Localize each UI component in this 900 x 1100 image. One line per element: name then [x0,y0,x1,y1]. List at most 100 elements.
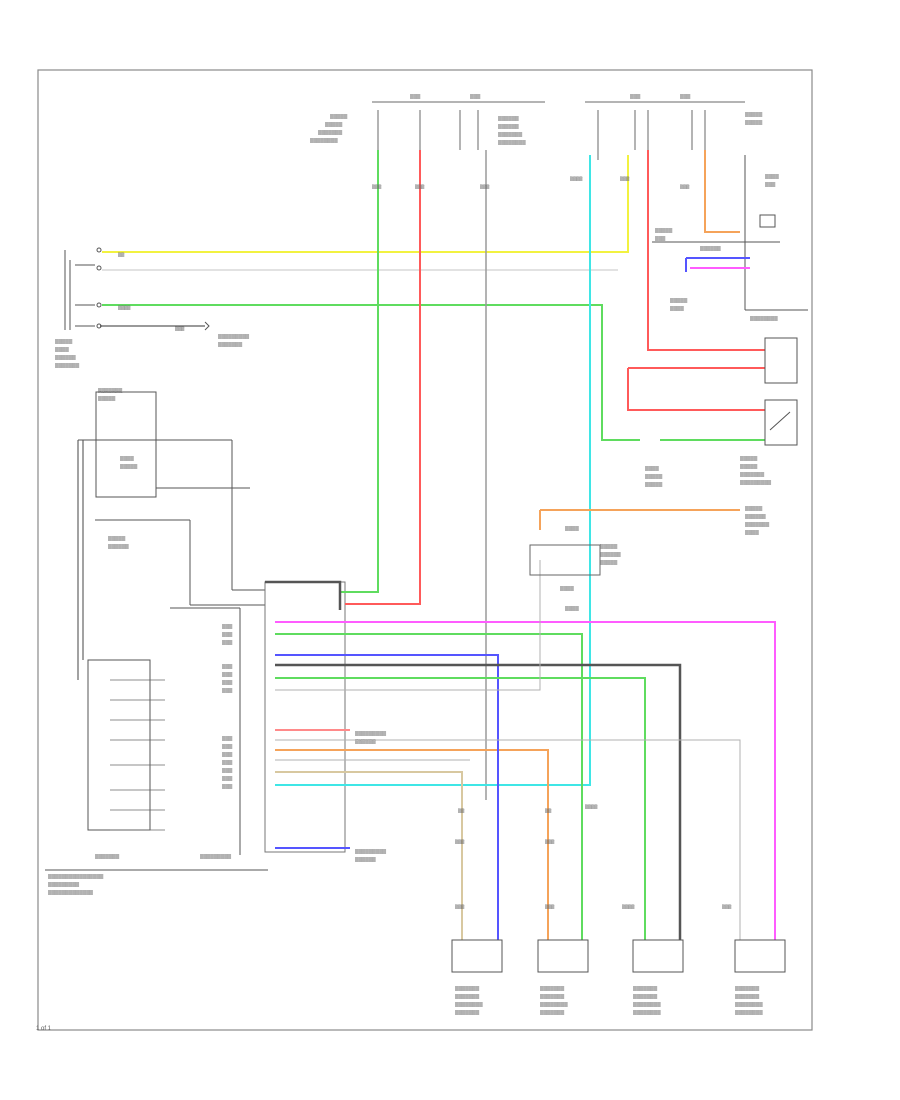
svg-text:▒▒▒▒▒▒▒: ▒▒▒▒▒▒▒ [318,129,343,136]
svg-text:▒▒▒: ▒▒▒ [630,93,641,100]
svg-text:▒▒▒▒▒: ▒▒▒▒▒ [600,559,618,566]
svg-text:▒▒▒▒▒▒▒▒: ▒▒▒▒▒▒▒▒ [633,1009,661,1016]
module-side-labels: ▒▒▒▒▒▒▒ ▒▒▒▒▒▒▒▒ ▒▒▒▒▒▒ ▒▒▒▒▒▒▒▒▒ ▒▒▒▒▒▒… [655,173,779,322]
switch-contact-rows [110,679,165,831]
orange-wire [275,150,740,940]
misc-gray-lines [275,560,741,940]
svg-text:▒▒▒: ▒▒▒ [222,735,233,742]
svg-text:▒▒▒▒▒▒▒▒▒▒▒▒▒: ▒▒▒▒▒▒▒▒▒▒▒▒▒ [48,889,94,896]
svg-text:▒▒▒: ▒▒▒ [655,235,666,242]
svg-text:▒▒▒▒▒▒▒: ▒▒▒▒▒▒▒ [455,985,480,992]
svg-text:▒▒▒: ▒▒▒ [680,93,691,100]
svg-text:▒▒▒▒: ▒▒▒▒ [570,176,583,181]
svg-text:▒▒▒▒▒▒▒▒▒: ▒▒▒▒▒▒▒▒▒ [355,730,387,737]
svg-text:▒▒▒▒▒: ▒▒▒▒▒ [645,481,663,488]
svg-text:▒▒▒: ▒▒▒ [222,663,233,670]
svg-text:▒▒▒▒▒▒: ▒▒▒▒▒▒ [355,738,376,745]
svg-text:▒▒▒▒▒▒: ▒▒▒▒▒▒ [745,513,766,520]
svg-text:▒▒▒▒▒▒▒: ▒▒▒▒▒▒▒ [98,387,123,394]
svg-text:▒▒▒▒▒▒▒: ▒▒▒▒▒▒▒ [95,853,120,860]
svg-text:▒▒▒▒▒: ▒▒▒▒▒ [55,338,73,345]
svg-text:▒▒▒▒▒▒▒: ▒▒▒▒▒▒▒ [745,521,770,528]
svg-text:▒▒▒: ▒▒▒ [222,639,233,646]
svg-text:▒▒▒▒▒▒▒: ▒▒▒▒▒▒▒ [540,993,565,1000]
svg-text:▒▒▒▒▒▒▒▒▒: ▒▒▒▒▒▒▒▒▒ [355,848,387,855]
svg-text:▒▒▒: ▒▒▒ [410,93,421,100]
relay-right-1 [764,337,798,384]
svg-text:▒▒▒▒: ▒▒▒▒ [565,605,579,612]
left-switch-labels: ▒▒▒▒▒▒▒▒▒ ▒▒▒▒▒▒▒▒▒▒▒▒▒ ▒▒▒▒▒▒▒▒▒▒▒▒▒▒▒▒ [55,333,250,369]
svg-text:▒▒▒: ▒▒▒ [415,184,425,189]
svg-text:▒▒▒: ▒▒▒ [222,743,233,750]
svg-text:▒▒▒▒▒▒▒▒▒: ▒▒▒▒▒▒▒▒▒ [740,479,772,486]
junction-labels: ▒▒▒▒▒▒▒▒▒ ▒▒▒▒▒▒▒▒▒▒▒ ▒▒▒▒▒▒▒▒ ▒▒▒▒▒▒▒▒▒… [560,505,770,612]
junction-box [529,544,601,576]
svg-text:▒▒▒▒▒▒: ▒▒▒▒▒▒ [355,856,376,863]
svg-text:▒▒▒: ▒▒▒ [455,904,465,909]
svg-text:▒▒▒: ▒▒▒ [222,767,233,774]
svg-text:▒▒▒▒▒: ▒▒▒▒▒ [98,395,116,402]
svg-text:▒▒▒▒: ▒▒▒▒ [560,585,574,592]
diagram-frame [37,69,813,1031]
svg-text:▒▒▒: ▒▒▒ [222,679,233,686]
svg-text:▒▒▒▒▒▒: ▒▒▒▒▒▒ [55,354,76,361]
svg-text:▒▒▒▒: ▒▒▒▒ [670,305,684,312]
svg-text:▒▒▒: ▒▒▒ [470,93,481,100]
svg-text:▒▒▒▒▒▒▒: ▒▒▒▒▒▒▒ [740,471,765,478]
yellow-wire [102,155,629,253]
svg-text:▒▒▒: ▒▒▒ [222,671,233,678]
svg-text:▒▒▒▒▒▒: ▒▒▒▒▒▒ [498,115,519,122]
svg-text:▒▒▒: ▒▒▒ [545,904,555,909]
svg-text:▒▒▒▒▒▒▒▒: ▒▒▒▒▒▒▒▒ [455,1001,483,1008]
svg-text:▒▒▒▒▒: ▒▒▒▒▒ [655,227,673,234]
control-unit-pin-labels: ▒▒▒▒▒▒▒▒▒ ▒▒▒▒▒▒▒▒▒ ▒▒▒▒▒▒▒▒▒ ▒▒▒▒▒▒▒▒▒ … [200,623,387,863]
actuator-labels: ▒▒▒▒▒▒▒▒▒▒▒▒▒▒ ▒▒▒▒▒▒▒▒▒▒▒▒▒▒▒ ▒▒▒▒▒▒▒▒▒… [455,985,763,1016]
door-lock-switch-assembly [64,247,210,331]
svg-text:▒▒▒▒▒▒: ▒▒▒▒▒▒ [600,551,621,558]
svg-text:▒▒▒▒▒▒▒▒▒: ▒▒▒▒▒▒▒▒▒ [218,333,250,340]
svg-text:▒▒▒▒▒▒: ▒▒▒▒▒▒ [700,245,721,252]
svg-text:▒▒▒: ▒▒▒ [222,631,233,638]
relay-right-2 [764,399,798,446]
svg-text:▒▒▒▒▒▒▒: ▒▒▒▒▒▒▒ [540,1009,565,1016]
svg-text:▒▒▒: ▒▒▒ [620,176,630,181]
svg-text:▒▒▒▒: ▒▒▒▒ [622,904,635,909]
svg-text:▒▒▒▒▒▒: ▒▒▒▒▒▒ [108,543,129,550]
gray-wire [485,150,599,800]
svg-text:▒▒▒▒▒▒▒: ▒▒▒▒▒▒▒ [55,362,80,369]
green-wire-top [102,150,765,593]
svg-text:▒▒▒▒▒: ▒▒▒▒▒ [330,113,348,120]
fuse-block-labels: ▒▒▒▒▒▒▒▒▒▒ ▒▒▒▒▒▒▒▒▒▒▒▒▒▒▒ ▒▒▒▒▒▒ ▒▒▒▒▒▒… [310,93,763,146]
svg-text:▒▒▒▒▒▒▒: ▒▒▒▒▒▒▒ [498,131,523,138]
svg-text:▒▒▒▒▒▒▒: ▒▒▒▒▒▒▒ [633,985,658,992]
svg-text:▒▒▒▒▒▒▒: ▒▒▒▒▒▒▒ [633,993,658,1000]
svg-text:▒▒▒▒▒▒▒▒: ▒▒▒▒▒▒▒▒ [750,315,778,322]
svg-text:▒▒▒▒: ▒▒▒▒ [120,455,134,462]
svg-text:▒▒▒▒▒: ▒▒▒▒▒ [670,297,688,304]
svg-text:▒▒: ▒▒ [118,252,125,257]
svg-text:▒▒▒▒▒: ▒▒▒▒▒ [325,121,343,128]
actuator-front-right [632,939,684,973]
svg-text:▒▒▒▒▒: ▒▒▒▒▒ [120,463,138,470]
svg-text:▒▒▒: ▒▒▒ [765,181,776,188]
tan-wire [275,771,463,940]
blue-wire [275,257,750,940]
svg-text:▒▒▒▒▒: ▒▒▒▒▒ [600,543,618,550]
cyan-wire [275,155,591,786]
svg-text:▒▒▒▒▒: ▒▒▒▒▒ [745,111,763,118]
svg-text:▒▒▒▒▒▒▒: ▒▒▒▒▒▒▒ [455,993,480,1000]
svg-text:▒▒▒▒▒▒▒▒: ▒▒▒▒▒▒▒▒ [633,1001,661,1008]
power-window-switch-group [77,391,265,831]
svg-text:▒▒▒: ▒▒▒ [175,326,185,331]
dark-wire [265,580,682,940]
svg-text:▒▒▒: ▒▒▒ [222,775,233,782]
svg-text:▒▒▒▒▒▒▒: ▒▒▒▒▒▒▒ [735,985,760,992]
svg-text:▒▒▒▒: ▒▒▒▒ [585,804,598,809]
svg-text:▒▒▒▒: ▒▒▒▒ [765,173,779,180]
svg-text:▒▒▒: ▒▒▒ [455,839,465,844]
svg-text:▒▒▒▒▒▒▒▒: ▒▒▒▒▒▒▒▒ [310,137,338,144]
svg-text:▒▒▒▒: ▒▒▒▒ [118,305,131,310]
svg-text:▒▒▒▒▒: ▒▒▒▒▒ [745,119,763,126]
svg-text:▒▒▒▒: ▒▒▒▒ [565,525,579,532]
svg-text:▒▒▒▒▒▒: ▒▒▒▒▒▒ [498,123,519,130]
